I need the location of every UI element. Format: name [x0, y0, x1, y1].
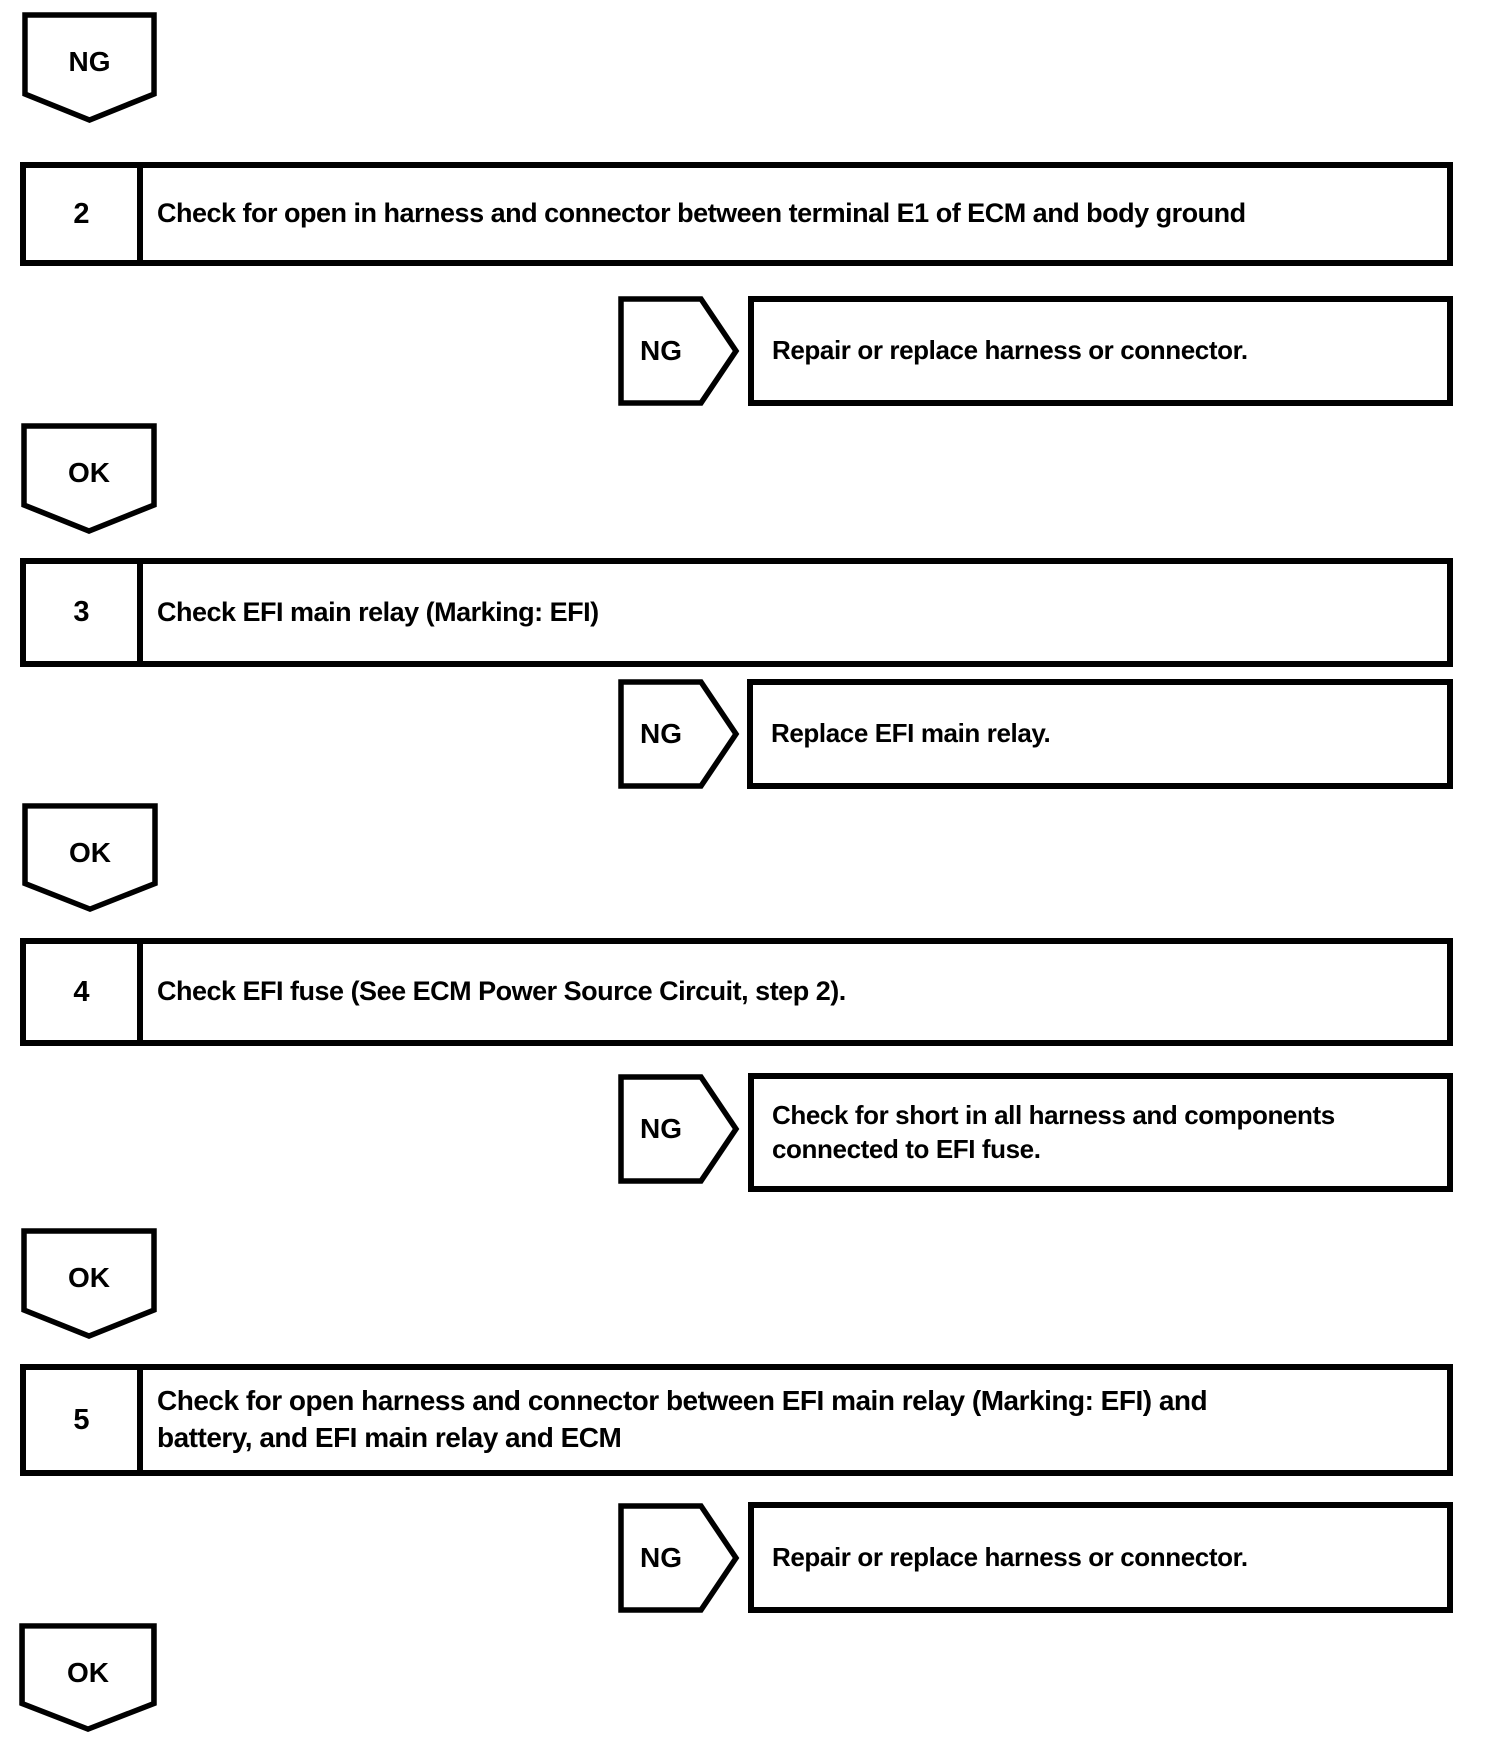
step-text: Check EFI main relay (Marking: EFI)	[157, 596, 599, 627]
ok-flag-step2: OK	[21, 423, 157, 535]
ng-result-box-step5: Repair or replace harness or connector.	[748, 1502, 1453, 1613]
step-text-cell: Check EFI main relay (Marking: EFI)	[143, 564, 1447, 661]
step-number: 2	[26, 168, 143, 260]
right-arrow-shape	[618, 679, 740, 789]
ng-result-text: Repair or replace harness or connector.	[772, 1541, 1248, 1572]
step-number: 5	[26, 1370, 143, 1470]
ng-arrow-step4: NG	[618, 1074, 740, 1184]
ok-flag-label: OK	[69, 837, 111, 868]
ok-flag-step5: OK	[19, 1623, 157, 1733]
down-flag-shape	[21, 1228, 157, 1339]
step-text-cell: Check EFI fuse (See ECM Power Source Cir…	[143, 944, 1447, 1040]
step-box-4: 4 Check EFI fuse (See ECM Power Source C…	[20, 938, 1453, 1046]
ok-flag-label: OK	[67, 1657, 109, 1688]
ng-arrow-step3: NG	[618, 679, 740, 789]
right-arrow-shape	[618, 296, 740, 406]
ng-result-text: Check for short in all harness and compo…	[772, 1100, 1335, 1164]
right-arrow-shape	[618, 1503, 740, 1613]
ng-arrow-label: NG	[640, 335, 682, 366]
ok-flag-step3: OK	[22, 803, 158, 913]
ok-flag-label: OK	[68, 457, 110, 488]
ng-arrow-label: NG	[640, 1113, 682, 1144]
down-flag-shape	[22, 803, 158, 912]
ng-arrow-step5: NG	[618, 1503, 740, 1613]
ok-flag-step4: OK	[21, 1228, 157, 1340]
step-box-3: 3 Check EFI main relay (Marking: EFI)	[20, 558, 1453, 667]
ng-arrow-step2: NG	[618, 296, 740, 406]
down-flag-shape	[21, 423, 157, 534]
entry-ng-flag: NG	[22, 12, 157, 124]
step-box-2: 2 Check for open in harness and connecto…	[20, 162, 1453, 266]
ng-arrow-label: NG	[640, 1542, 682, 1573]
step-text: Check for open harness and connector bet…	[157, 1385, 1208, 1453]
step-text-cell: Check for open harness and connector bet…	[143, 1370, 1447, 1470]
step-text: Check EFI fuse (See ECM Power Source Cir…	[157, 976, 846, 1007]
step-number: 3	[26, 564, 143, 661]
entry-ng-flag-label: NG	[68, 46, 111, 77]
step-box-5: 5 Check for open harness and connector b…	[20, 1364, 1453, 1476]
ng-result-box-step2: Repair or replace harness or connector.	[748, 296, 1453, 406]
ok-flag-label: OK	[68, 1262, 110, 1293]
right-arrow-shape	[618, 1074, 740, 1184]
step-text: Check for open in harness and connector …	[157, 198, 1246, 229]
down-flag-shape	[22, 12, 157, 123]
ng-arrow-label: NG	[640, 718, 682, 749]
down-flag-shape	[19, 1623, 157, 1732]
ng-result-text: Replace EFI main relay.	[771, 718, 1051, 749]
step-text-cell: Check for open in harness and connector …	[143, 168, 1447, 260]
step-number: 4	[26, 944, 143, 1040]
ng-result-box-step4: Check for short in all harness and compo…	[748, 1073, 1453, 1192]
ng-result-box-step3: Replace EFI main relay.	[747, 679, 1453, 789]
ng-result-text: Repair or replace harness or connector.	[772, 335, 1248, 366]
